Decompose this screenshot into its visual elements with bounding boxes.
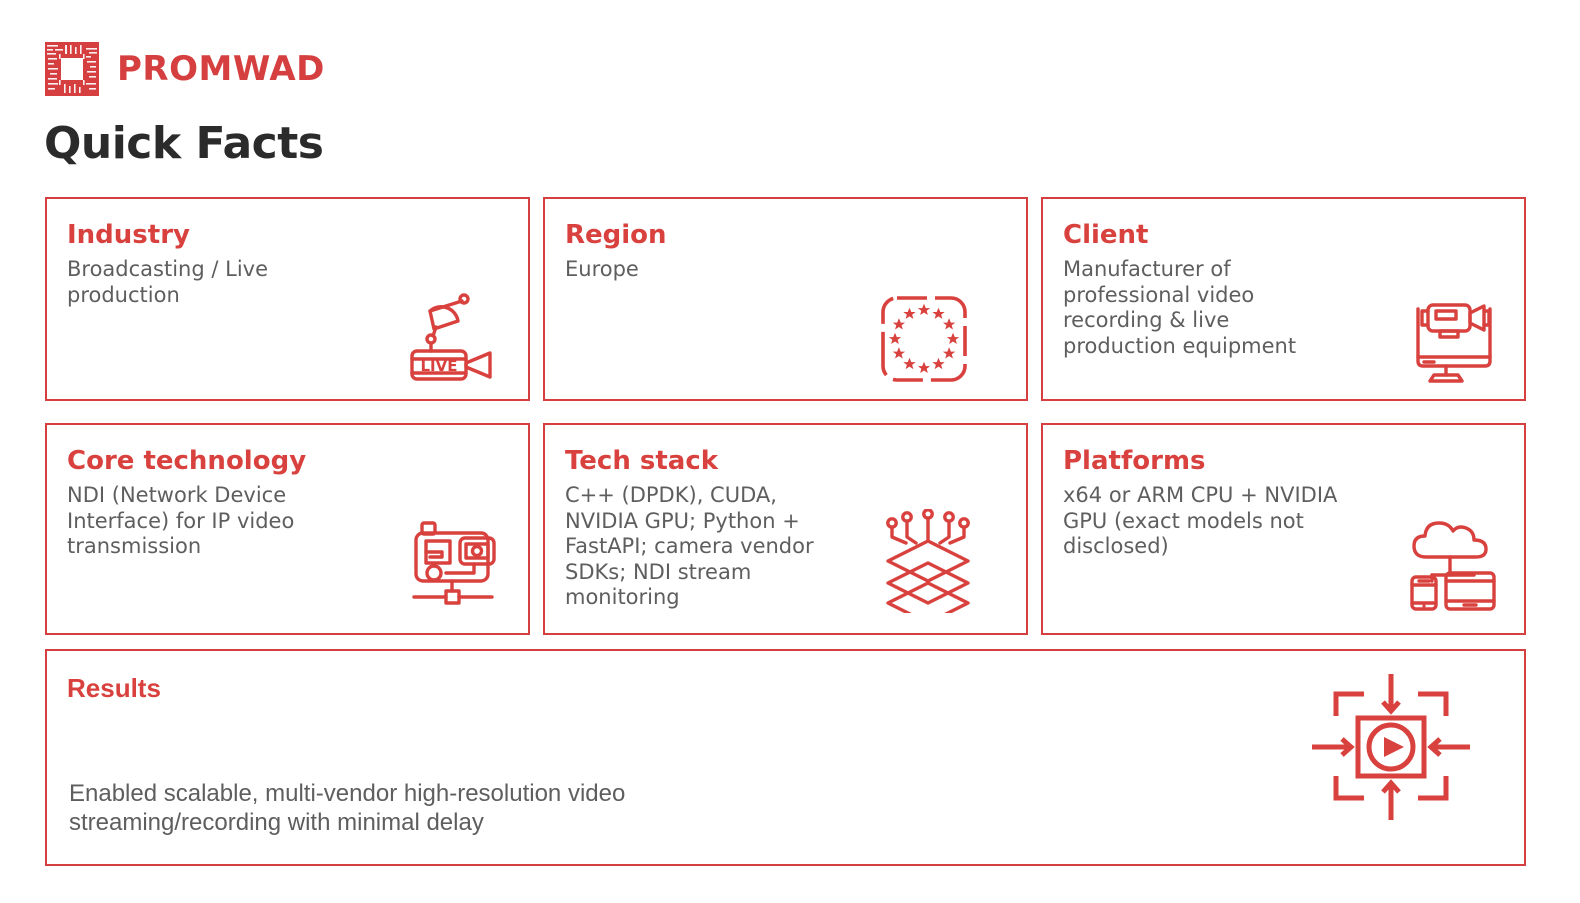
card-industry-title: Industry	[67, 220, 190, 250]
card-client-title: Client	[1063, 220, 1149, 250]
card-platforms[interactable]: Platforms x64 or ARM CPU + NVIDIA GPU (e…	[1041, 423, 1526, 635]
card-tech-stack-text: Tech stack C++ (DPDK), CUDA, NVIDIA GPU;…	[565, 446, 814, 617]
card-tech-stack[interactable]: Tech stack C++ (DPDK), CUDA, NVIDIA GPU;…	[543, 423, 1028, 635]
stacked-layers-icon	[880, 508, 976, 625]
card-results[interactable]: Results Enabled scalable, multi-vendor h…	[45, 649, 1526, 866]
page-title: Quick Facts	[44, 118, 324, 169]
card-platforms-body: x64 or ARM CPU + NVIDIA GPU (exact model…	[1063, 482, 1338, 559]
svg-text:LIVE: LIVE	[421, 357, 458, 375]
card-tech-stack-title: Tech stack	[565, 446, 719, 476]
facts-row-2: Core technology NDI (Network Device Inte…	[45, 423, 1526, 635]
card-results-wrapper: Results Enabled scalable, multi-vendor h…	[45, 649, 1526, 866]
card-industry-body: Broadcasting / Live production	[67, 256, 268, 307]
card-core-technology-body: NDI (Network Device Interface) for IP vi…	[67, 482, 295, 559]
eu-flag-stars-icon	[878, 293, 970, 385]
card-core-technology-text: Core technology NDI (Network Device Inte…	[67, 446, 307, 617]
video-play-convergence-icon	[1306, 666, 1476, 826]
card-client-body: Manufacturer of professional video recor…	[1063, 256, 1297, 358]
card-platforms-title: Platforms	[1063, 446, 1206, 476]
card-core-technology[interactable]: Core technology NDI (Network Device Inte…	[45, 423, 530, 635]
card-industry-text: Industry Broadcasting / Live production	[67, 220, 268, 383]
brand-logo: PROMWAD	[45, 42, 325, 96]
facts-row-1: Industry Broadcasting / Live production	[45, 197, 1526, 401]
circuit-chip-logo-icon	[45, 42, 99, 96]
card-platforms-text: Platforms x64 or ARM CPU + NVIDIA GPU (e…	[1063, 446, 1338, 617]
card-industry[interactable]: Industry Broadcasting / Live production	[45, 197, 530, 401]
camera-on-monitor-icon	[1404, 287, 1504, 387]
facts-grid: Industry Broadcasting / Live production	[45, 197, 1526, 866]
card-region-text: Region Europe	[565, 220, 667, 383]
satellite-live-camera-icon: LIVE	[400, 283, 504, 387]
card-results-title: Results	[67, 673, 161, 703]
card-core-technology-title: Core technology	[67, 446, 307, 476]
card-client[interactable]: Client Manufacturer of professional vide…	[1041, 197, 1526, 401]
card-client-text: Client Manufacturer of professional vide…	[1063, 220, 1297, 383]
network-camera-icon	[408, 511, 512, 615]
facts-row-3: Results Enabled scalable, multi-vendor h…	[45, 649, 1526, 866]
card-region[interactable]: Region Europe	[543, 197, 1028, 401]
card-results-body: Enabled scalable, multi-vendor high-reso…	[69, 780, 626, 837]
cloud-devices-icon	[1400, 515, 1500, 611]
card-region-title: Region	[565, 220, 667, 250]
card-tech-stack-body: C++ (DPDK), CUDA, NVIDIA GPU; Python + F…	[565, 482, 814, 610]
brand-name: PROMWAD	[117, 49, 325, 89]
card-region-body: Europe	[565, 256, 639, 281]
